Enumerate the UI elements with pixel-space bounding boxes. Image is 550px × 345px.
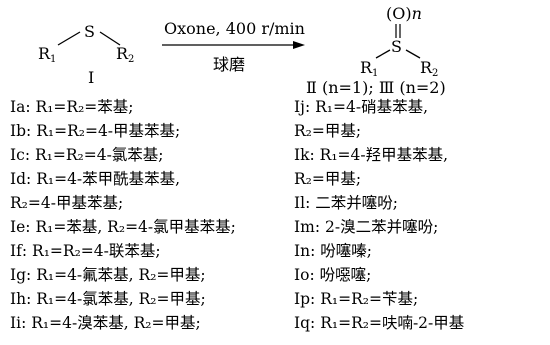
compound-entry: Ⅰc: R₁=R₂=4-氯苯基; <box>10 146 164 164</box>
compound-entry: Ⅰh: R₁=4-氯苯基, R₂=甲基; <box>10 290 206 308</box>
compound-entry: Ⅰf: R₁=R₂=4-联苯基; <box>10 242 161 260</box>
reactant-r1: R1 <box>38 44 57 65</box>
bond-r1-s <box>57 31 81 46</box>
compound-entry: Ⅰn: 吩噻嗪; <box>294 242 372 260</box>
compound-entry: Ⅰi: R₁=4-溴苯基, R₂=甲基; <box>10 314 201 332</box>
compound-entry: Ⅰg: R₁=4-氟苯基, R₂=甲基; <box>10 266 206 284</box>
compound-entry: Ⅰb: R₁=R₂=4-甲基苯基; <box>10 122 181 140</box>
product-label: Ⅱ (n=1); Ⅲ (n=2) <box>306 78 446 97</box>
product-r1: R1 <box>360 58 379 79</box>
compound-entry: Ⅰm: 2-溴二苯并噻吩; <box>294 218 439 236</box>
compound-entry: Ⅰq: R₁=R₂=呋喃-2-甲基 <box>294 314 465 332</box>
product-oxygen: (O)n <box>386 4 422 23</box>
compound-entry-continued: R₂=4-甲基苯基; <box>10 194 124 212</box>
bond-p-s-r2 <box>405 49 421 59</box>
bond-s-r2 <box>99 31 121 46</box>
compound-entry: Ⅰe: R₁=苯基, R₂=4-氯甲基苯基; <box>10 218 236 236</box>
reactant-s: S <box>84 22 95 41</box>
compound-entry-continued: R₂=甲基; <box>294 170 362 188</box>
compound-entry: Ⅰd: R₁=4-苯甲酰基苯基, <box>10 170 181 188</box>
compound-entry: Ⅰl: 二苯并噻吩; <box>294 194 398 212</box>
compound-entry: Ⅰo: 吩噁噻; <box>294 266 372 284</box>
compound-entry: Ⅰj: R₁=4-硝基苯基, <box>294 98 428 116</box>
bond-p-r1-s <box>375 49 391 59</box>
reaction-scheme: S R1 R2 Ⅰ Oxone, 400 r/min 球磨 (O)n S R1 … <box>0 0 550 100</box>
arrow-head <box>293 41 305 49</box>
reactant-r2: R2 <box>116 44 135 65</box>
scheme-bonds <box>57 24 421 59</box>
compound-list-left: Ⅰa: R₁=R₂=苯基; Ⅰb: R₁=R₂=4-甲基苯基; Ⅰc: R₁=R… <box>10 95 236 335</box>
product-s: S <box>391 37 402 56</box>
conditions-bottom: 球磨 <box>213 55 246 74</box>
conditions-top: Oxone, 400 r/min <box>164 19 305 38</box>
product-r2: R2 <box>420 58 439 79</box>
compound-entry-continued: R₂=甲基; <box>294 122 362 140</box>
compound-entry: Ⅰk: R₁=4-羟甲基苯基, <box>294 146 449 164</box>
reactant-label: Ⅰ <box>88 68 95 87</box>
compound-entry: Ⅰa: R₁=R₂=苯基; <box>10 98 134 116</box>
compound-list-right: Ⅰj: R₁=4-硝基苯基, R₂=甲基; Ⅰk: R₁=4-羟甲基苯基, R₂… <box>294 95 464 335</box>
compound-entry: Ⅰp: R₁=R₂=苄基; <box>294 290 419 308</box>
